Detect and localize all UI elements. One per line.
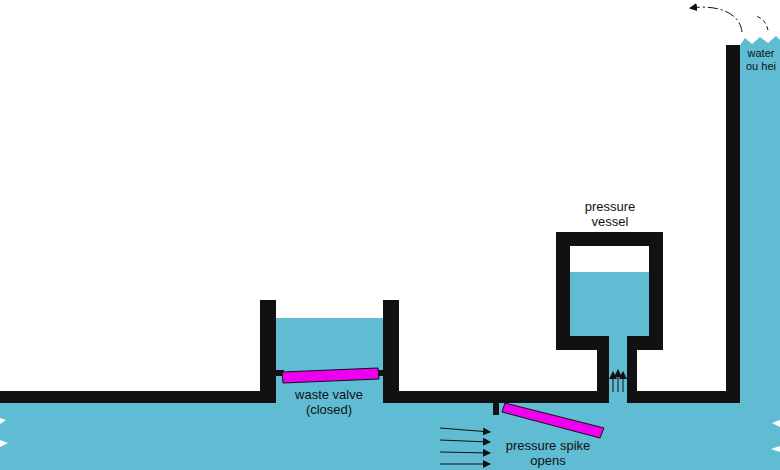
chamber-wall [383, 300, 399, 403]
flow-arrows [440, 428, 490, 464]
pipe-wall [627, 391, 740, 403]
vessel-water [570, 272, 649, 336]
check-valve-flap [502, 403, 604, 438]
riser-wall [726, 45, 740, 403]
outflow-arrow [756, 16, 768, 30]
chamber-wall [260, 300, 276, 403]
water-body [0, 398, 780, 470]
spike-label: pressure spike opens [493, 438, 603, 468]
neck-water [609, 336, 627, 406]
neck-arrows [613, 370, 623, 392]
outlet-label: water ou hei [744, 47, 778, 73]
pressure-vessel-wall [556, 232, 663, 403]
check-valve-hinge [493, 403, 499, 415]
riser-brush [740, 36, 780, 46]
pipe-wall [0, 391, 276, 403]
riser-water [740, 45, 780, 403]
valve-label: waste valve (closed) [281, 387, 377, 417]
outflow-arrow [690, 7, 742, 32]
vessel-label: pressure vessel [565, 199, 655, 229]
pipe-wall [383, 391, 609, 403]
water-brush-edge [0, 418, 780, 452]
waste-valve-flap [282, 368, 379, 383]
